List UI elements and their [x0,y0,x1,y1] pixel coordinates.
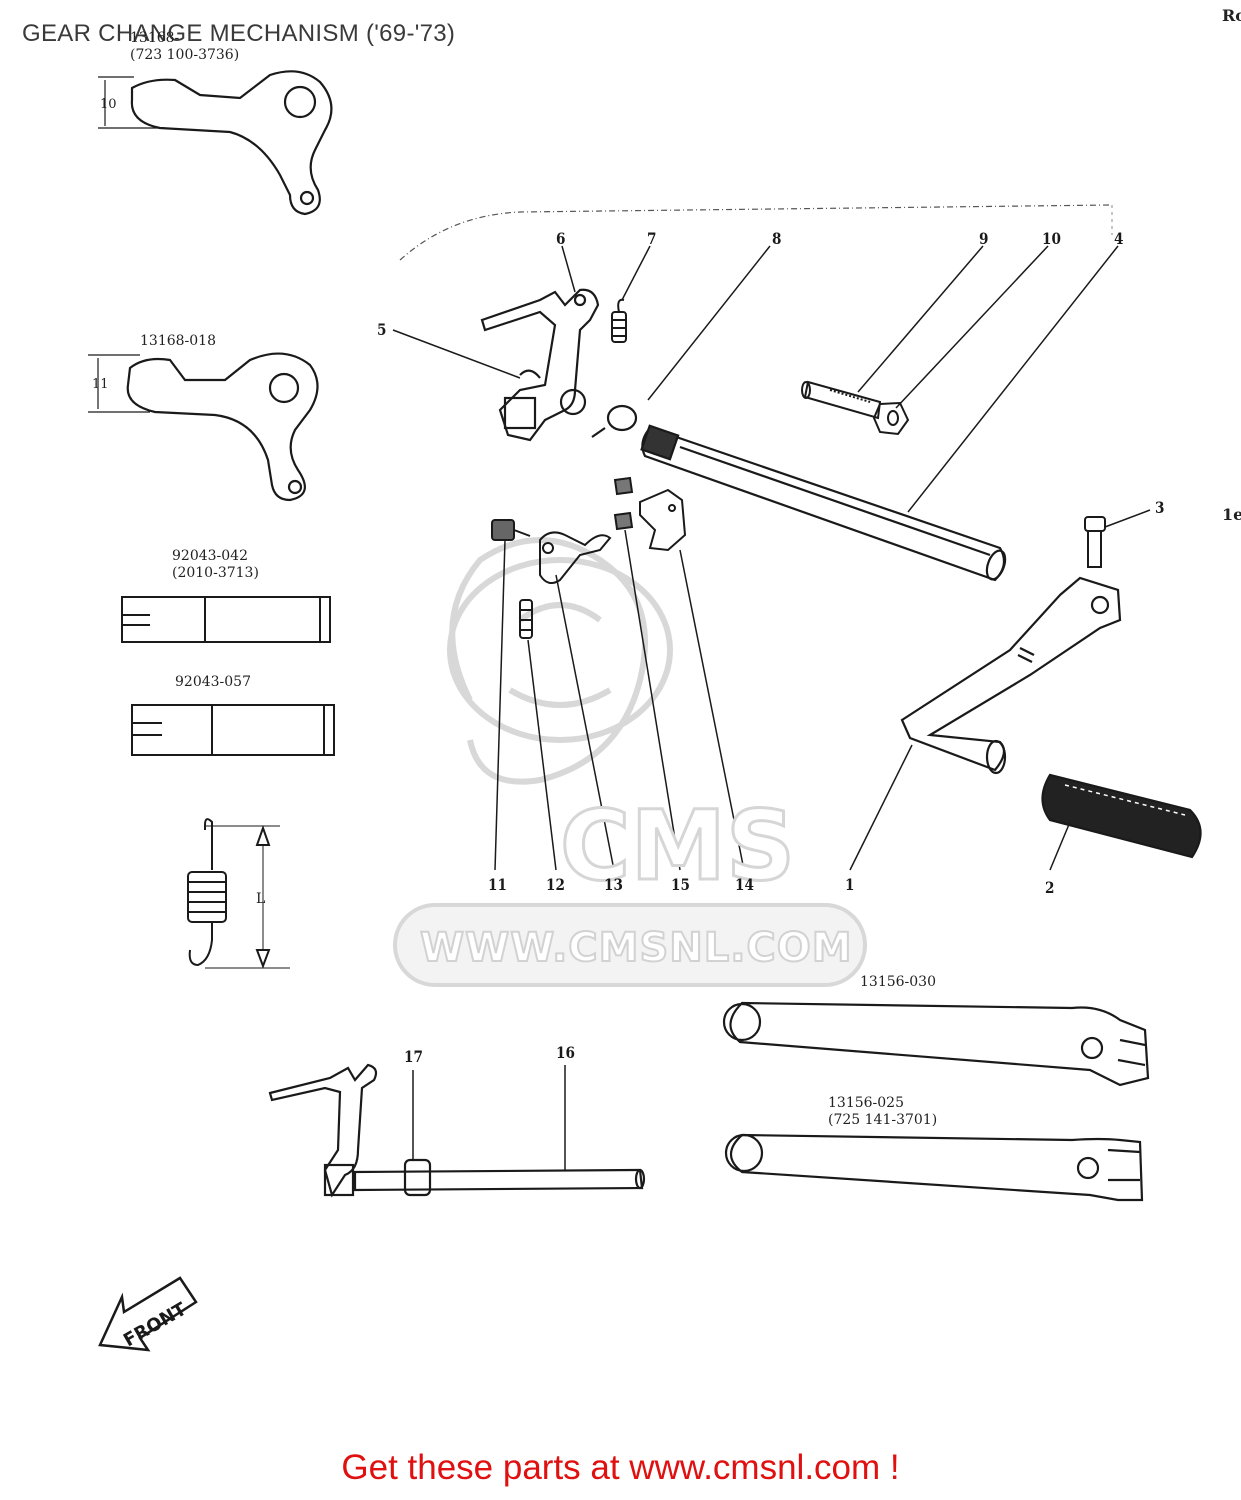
callout-2: 2 [1045,878,1055,897]
callout-12: 12 [546,875,565,894]
part-number-pedal-b: 13156-025 (725 141-3701) [828,1095,938,1128]
page-title: GEAR CHANGE MECHANISM ('69-'73) [22,20,456,47]
callout-10: 10 [1042,229,1061,248]
pin-b-drawing [131,704,335,756]
callout-14: 14 [735,875,754,894]
dim-label-spring: L [256,891,265,907]
circlip-drawing [591,404,638,438]
part-number-pin-b: 92043-057 [175,674,251,690]
watermark-logo [393,537,867,987]
footer-parts-link[interactable]: Get these parts at www.cmsnl.com ! [341,1448,900,1487]
shift-arm-a-drawing [98,70,333,216]
bolt-9-drawing [801,380,882,420]
callout-17: 17 [404,1047,423,1066]
pedal-option-a-drawing [722,1001,1150,1087]
leader-lines [392,245,1151,871]
shift-shaft-drawing [640,424,1007,582]
part-number-arm-a: 13168- (723 100-3736) [130,30,240,63]
callout-7: 7 [647,229,657,248]
edge-text-top: Ro [1222,6,1241,25]
bolt-3-drawing [1084,516,1106,568]
edge-text-mid: 1e [1222,505,1241,524]
callout-5: 5 [377,320,387,339]
spring-7-drawing [611,298,627,343]
callout-4: 4 [1114,229,1124,248]
shift-pedal-drawing [900,576,1122,775]
pedal-rubber-drawing [1041,773,1202,859]
stopper-assembly-drawing [491,476,687,639]
dim-label-arm-b: 11 [92,377,109,392]
part-number-pin-a: 92043-042 (2010-3713) [172,548,259,581]
callout-11: 11 [488,875,507,894]
shift-mechanism-drawing [480,288,600,442]
spring-drawing [187,818,290,969]
callout-15: 15 [671,875,690,894]
pedal-option-b-drawing [724,1133,1144,1202]
dim-label-arm-a: 10 [100,97,117,112]
shift-shaft-assy-drawing [268,1063,646,1198]
callout-16: 16 [556,1043,575,1062]
watermark-logo-text: CMS [558,789,796,904]
callout-1: 1 [845,875,855,894]
shift-arm-b-drawing [88,352,319,502]
nut-10-drawing [872,401,910,436]
part-number-pedal-a: 13156-030 [860,974,936,990]
part-number-arm-b: 13168-018 [140,333,216,349]
watermark-url: WWW.CMSNL.COM [419,924,853,972]
callout-3: 3 [1155,498,1165,517]
callout-8: 8 [772,229,782,248]
callout-13: 13 [604,875,623,894]
front-direction-arrow [98,1276,198,1352]
pin-a-drawing [121,596,331,643]
callout-9: 9 [979,229,989,248]
callout-6: 6 [556,229,566,248]
